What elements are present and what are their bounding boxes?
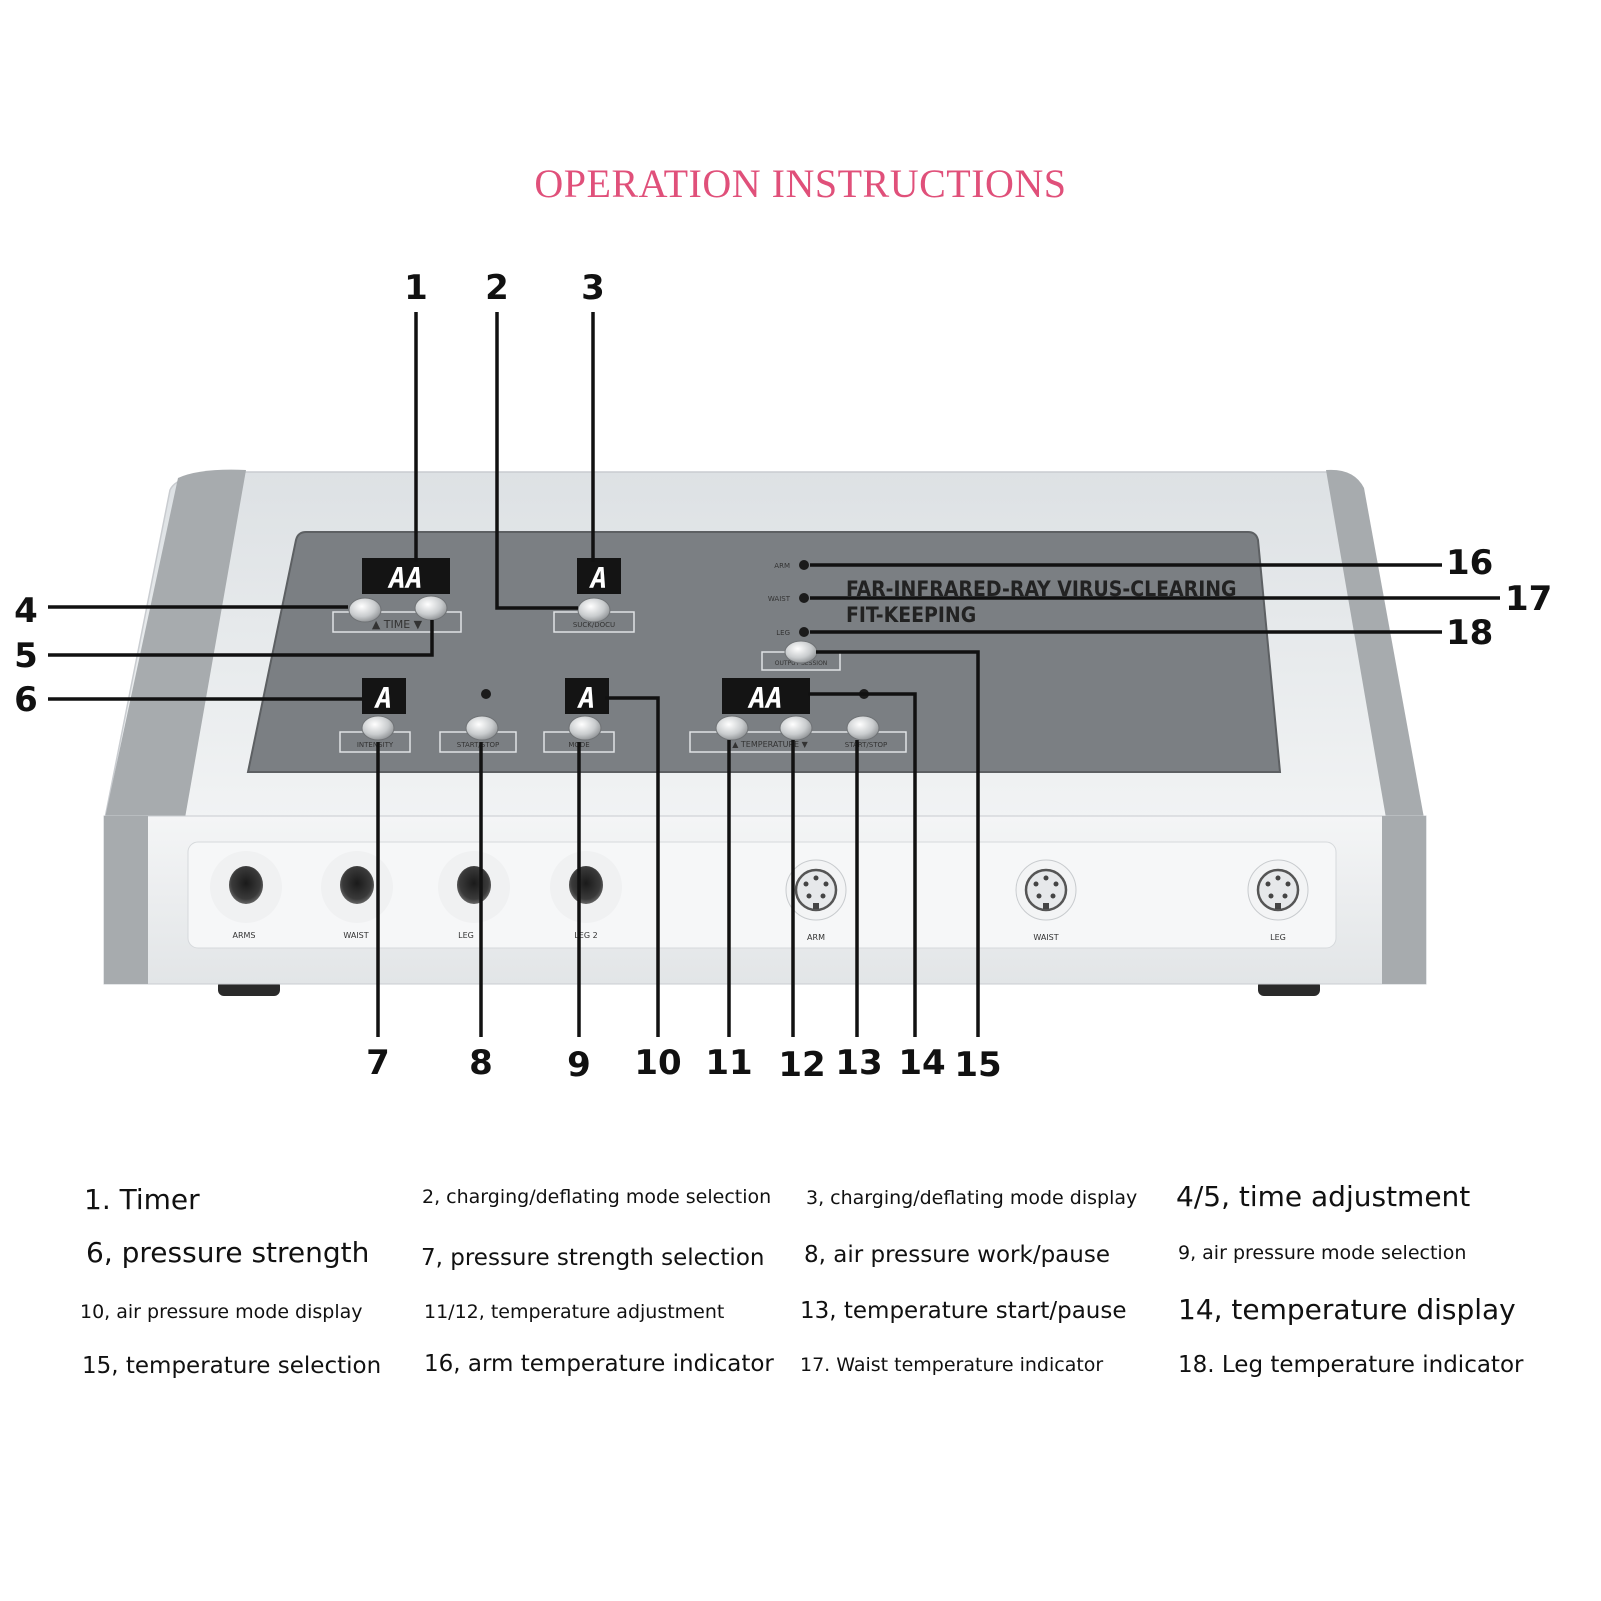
front-cap-left <box>104 816 148 984</box>
brand-line-2: FIT-KEEPING <box>846 603 976 627</box>
callout-4: 4 <box>14 591 38 631</box>
temperature-down-button[interactable] <box>779 715 813 741</box>
callout-7: 7 <box>366 1043 390 1083</box>
pressure-startstop-button[interactable] <box>465 715 499 741</box>
pressure-work-led <box>481 689 491 699</box>
callout-18: 18 <box>1446 613 1493 653</box>
port-label-arms: ARMS <box>232 931 255 940</box>
port-label-leg-din: LEG <box>1270 933 1286 942</box>
time-up-button[interactable] <box>348 597 382 623</box>
callout-16: 16 <box>1446 543 1493 583</box>
intensity-label: INTENSITY <box>357 741 394 749</box>
temperature-startstop-button[interactable] <box>846 715 880 741</box>
callout-8: 8 <box>469 1043 493 1083</box>
intensity-display: A <box>362 678 406 715</box>
suck-docu-button[interactable] <box>577 597 611 623</box>
device-side-left <box>105 469 246 818</box>
port-label-leg-2: LEG 2 <box>574 931 597 940</box>
startstop-label: START/STOP <box>457 741 499 749</box>
output-session-button[interactable] <box>784 640 818 664</box>
intensity-display-value: A <box>374 682 393 715</box>
port-label-arm: ARM <box>807 933 825 942</box>
callout-5: 5 <box>14 636 38 676</box>
temperature-display: AA <box>722 678 810 715</box>
air-port-arms[interactable] <box>229 866 263 904</box>
callout-1: 1 <box>404 268 428 308</box>
mode-button[interactable] <box>568 715 602 741</box>
device-side-right <box>1326 469 1424 818</box>
arm-indicator-led <box>799 560 809 570</box>
callout-2: 2 <box>485 268 509 308</box>
din-ports <box>785 859 1309 921</box>
arm-indicator-label: ARM <box>774 562 790 570</box>
callout-14: 14 <box>898 1043 945 1083</box>
din-port-leg[interactable] <box>1247 859 1309 921</box>
temperature-up-button[interactable] <box>715 715 749 741</box>
airmode-display-value: A <box>577 682 596 715</box>
callout-12: 12 <box>778 1045 825 1085</box>
callout-9: 9 <box>567 1045 591 1085</box>
din-port-arm[interactable] <box>785 859 847 921</box>
time-label-frame <box>332 611 462 633</box>
air-port-leg-2[interactable] <box>569 866 603 904</box>
callout-lines <box>48 312 1500 1037</box>
callout-17: 17 <box>1505 579 1552 619</box>
temperature-display-value: AA <box>747 682 783 715</box>
temp-startstop-label: START/STOP <box>845 741 887 749</box>
callout-11: 11 <box>705 1043 752 1083</box>
intensity-button[interactable] <box>361 715 395 741</box>
air-port-leg[interactable] <box>457 866 491 904</box>
callout-6: 6 <box>14 680 38 720</box>
port-label-waist-din: WAIST <box>1033 933 1058 942</box>
suck-label: SUCK/DOCU <box>573 621 615 629</box>
port-label-waist: WAIST <box>343 931 368 940</box>
timer-display: AA <box>362 558 450 595</box>
waist-indicator-led <box>799 593 809 603</box>
mode-display-value: A <box>589 562 608 595</box>
time-down-button[interactable] <box>414 595 448 621</box>
timer-display-value: AA <box>387 562 423 595</box>
port-label-leg: LEG <box>458 931 474 940</box>
callout-3: 3 <box>581 268 605 308</box>
time-label: ▲ TIME ▼ <box>372 618 423 631</box>
mode-display: A <box>577 558 621 595</box>
callout-13: 13 <box>835 1043 882 1083</box>
temperature-label: ▲ TEMPERATURE ▼ <box>732 740 808 749</box>
airmode-display: A <box>565 678 609 715</box>
page-title: OPERATION INSTRUCTIONS <box>534 161 1067 206</box>
callout-10: 10 <box>634 1043 681 1083</box>
leg-indicator-label: LEG <box>776 629 790 637</box>
din-port-waist[interactable] <box>1015 859 1077 921</box>
air-port-waist[interactable] <box>340 866 374 904</box>
front-cap-right <box>1382 816 1426 984</box>
callout-15: 15 <box>954 1045 1001 1085</box>
leg-indicator-led <box>799 627 809 637</box>
waist-indicator-label: WAIST <box>768 595 791 603</box>
